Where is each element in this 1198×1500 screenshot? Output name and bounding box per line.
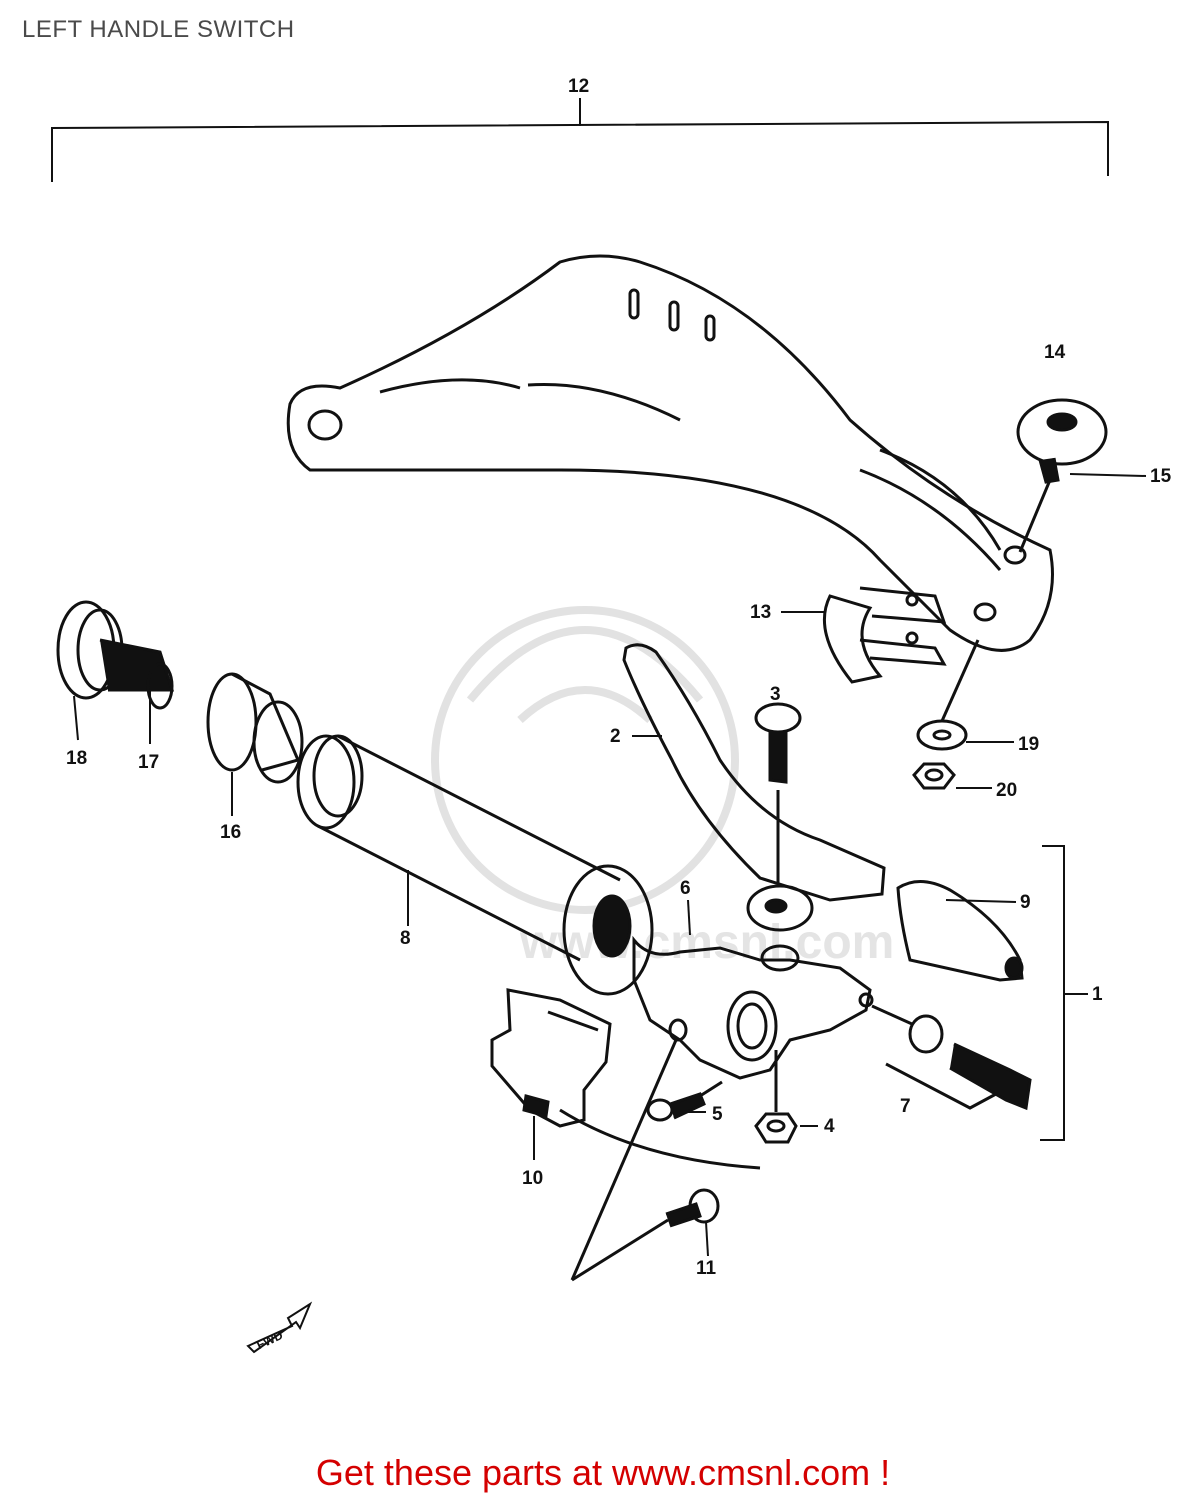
callout-16: 16 [220, 822, 241, 843]
callout-14: 14 [1044, 342, 1066, 363]
lever-perch [632, 935, 874, 1080]
hand-guard [286, 254, 1054, 652]
callout-8: 8 [400, 928, 411, 949]
fwd-label: FWD [254, 1328, 285, 1352]
knob-bolt [1016, 398, 1108, 553]
page-title: LEFT HANDLE SWITCH [22, 16, 295, 43]
perch-nut [754, 1050, 798, 1144]
callout-labels: 1 2 3 4 5 6 7 8 9 10 11 12 13 14 15 16 1… [66, 76, 1172, 1279]
callout-20: 20 [996, 780, 1017, 801]
watermark-text: www.cmsnl.com [519, 916, 894, 969]
washer-nut [912, 639, 980, 790]
clamp [822, 586, 947, 684]
callout-6: 6 [680, 878, 691, 899]
callout-12: 12 [568, 76, 589, 97]
grip [296, 734, 621, 962]
clutch-lever [622, 643, 886, 932]
callout-13: 13 [750, 602, 771, 623]
watermark-logo [431, 606, 739, 914]
callout-19: 19 [1018, 734, 1039, 755]
callout-4: 4 [824, 1116, 835, 1137]
callout-10: 10 [522, 1168, 543, 1189]
callout-9: 9 [1020, 892, 1031, 913]
footer-link[interactable]: Get these parts at www.cmsnl.com ! [0, 1452, 1198, 1494]
callout-7: 7 [900, 1096, 911, 1117]
handle-switch [490, 988, 761, 1170]
callout-17: 17 [138, 752, 159, 773]
footer-text: Get these parts at www.cmsnl.com ! [315, 1452, 891, 1493]
callout-15: 15 [1150, 466, 1172, 487]
perch-washer [562, 864, 654, 996]
switch-screw [646, 1080, 723, 1122]
callout-2: 2 [610, 726, 621, 747]
adjuster-bolt [871, 1004, 1032, 1111]
bar-end [56, 600, 175, 710]
dust-cover [896, 880, 1024, 982]
callout-1: 1 [1092, 984, 1103, 1005]
callout-18: 18 [66, 748, 87, 769]
switch-screw-long [570, 1039, 720, 1282]
fwd-arrow-icon [246, 1301, 313, 1354]
bracket-12 [51, 98, 1109, 182]
leader-lines [73, 473, 1147, 1257]
collar [206, 672, 304, 784]
callout-5: 5 [712, 1104, 723, 1125]
pivot-screw [754, 702, 802, 884]
callout-3: 3 [770, 684, 781, 705]
callout-11: 11 [696, 1258, 717, 1279]
bracket-1 [1040, 845, 1088, 1141]
